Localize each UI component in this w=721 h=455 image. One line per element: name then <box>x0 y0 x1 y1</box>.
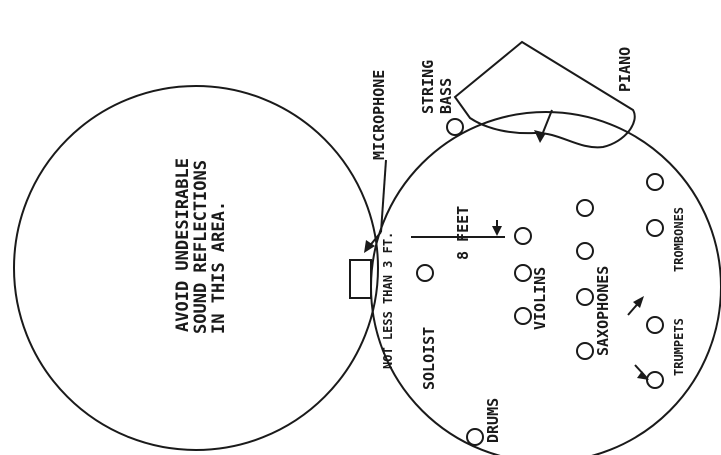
violins-label: VIOLINS <box>531 267 549 330</box>
reflection-zone-line-1: AVOID UNDESIRABLE <box>173 158 193 332</box>
trumpet-position <box>646 316 664 334</box>
microphone-arrowhead <box>364 240 375 253</box>
eight-feet-label: 8 FEET <box>454 206 472 260</box>
piano-label: PIANO <box>616 47 634 92</box>
violin-position <box>514 307 532 325</box>
microphone-pointer <box>380 159 387 233</box>
saxophone-position <box>576 242 594 260</box>
string-bass-label-2: BASS <box>437 78 455 114</box>
string-bass-position <box>446 118 464 136</box>
reflection-zone-line-2: SOUND REFLECTIONS <box>191 160 211 334</box>
reflection-zone-line-3: IN THIS AREA. <box>209 201 229 334</box>
saxophone-position <box>576 199 594 217</box>
reflection-zone-circle <box>13 85 379 451</box>
trombone-position <box>646 173 664 191</box>
saxophone-position <box>576 288 594 306</box>
soloist-label: SOLOIST <box>420 327 438 390</box>
piano-outline <box>453 40 636 149</box>
trombones-label: TROMBONES <box>672 207 686 272</box>
eight-feet-arrowhead <box>492 226 502 236</box>
drums-position <box>466 428 484 446</box>
microphone <box>349 259 372 299</box>
microphone-label: MICROPHONE <box>370 70 388 160</box>
drums-label: DRUMS <box>484 398 502 443</box>
trombone-position <box>646 219 664 237</box>
violin-position <box>514 264 532 282</box>
soloist-position <box>416 264 434 282</box>
saxophones-label: SAXOPHONES <box>594 266 612 356</box>
trumpet-position <box>646 371 664 389</box>
trumpets-label: TRUMPETS <box>672 318 686 376</box>
not-less-than-label: NOT LESS THAN 3 FT. <box>381 232 395 369</box>
saxophone-position <box>576 342 594 360</box>
trumpet-arrowhead <box>633 296 644 308</box>
violin-position <box>514 227 532 245</box>
reflection-zone-label: AVOID UNDESIRABLE SOUND REFLECTIONS IN T… <box>173 158 229 334</box>
piano-arrowhead <box>534 130 546 143</box>
string-bass-label-1: STRING <box>419 60 437 114</box>
trumpet-arrowhead <box>637 371 649 380</box>
